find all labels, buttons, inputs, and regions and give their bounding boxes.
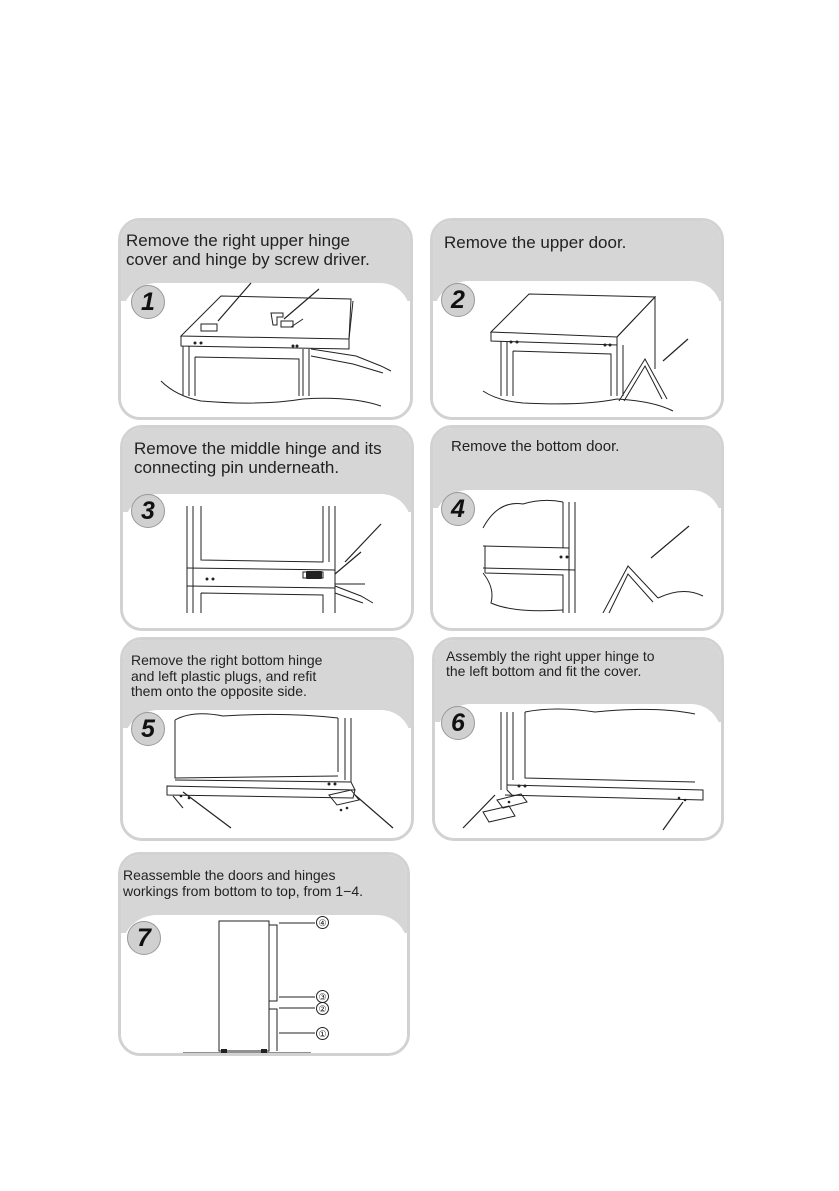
step-6-badge: 6 [441,706,475,740]
step-6-panel: Assembly the right upper hinge to the le… [432,637,724,841]
step-1-caption: Remove the right upper hinge cover and h… [126,231,370,270]
step-7-marker-2: ② [316,1002,329,1015]
step-5-badge: 5 [131,712,165,746]
step-1-illustration [121,221,413,420]
step-6-caption: Assembly the right upper hinge to the le… [446,648,655,679]
step-2-body [433,281,721,417]
step-3-panel: Remove the middle hinge and its connecti… [120,425,414,631]
step-6-illustration [435,640,724,841]
step-2-badge: 2 [441,283,475,317]
step-5-panel: Remove the right bottom hinge and left p… [120,637,414,841]
step-5-body [123,710,411,838]
step-4-badge: 4 [441,492,475,526]
step-7-marker-1: ① [316,1027,329,1040]
step-4-caption: Remove the bottom door. [451,438,620,455]
step-7-body [121,915,407,1053]
step-2-panel: Remove the upper door. 2 [430,218,724,420]
step-4-body [433,490,721,628]
step-7-panel: Reassemble the doors and hinges workings… [118,852,410,1056]
step-3-badge: 3 [131,494,165,528]
step-5-illustration [123,640,414,841]
step-7-illustration [121,855,410,1053]
step-1-panel: Remove the right upper hinge cover and h… [118,218,413,420]
step-7-marker-4: ④ [316,916,329,929]
step-3-illustration [123,428,414,631]
step-1-badge: 1 [131,285,165,319]
step-2-illustration [433,221,724,420]
step-5-caption: Remove the right bottom hinge and left p… [131,652,323,700]
step-7-caption: Reassemble the doors and hinges workings… [123,867,364,899]
step-2-caption: Remove the upper door. [444,233,627,252]
step-4-illustration [433,428,724,631]
step-4-panel: Remove the bottom door. 4 [430,425,724,631]
step-1-body [121,283,410,417]
step-7-badge: 7 [127,921,161,955]
step-3-caption: Remove the middle hinge and its connecti… [134,439,382,478]
